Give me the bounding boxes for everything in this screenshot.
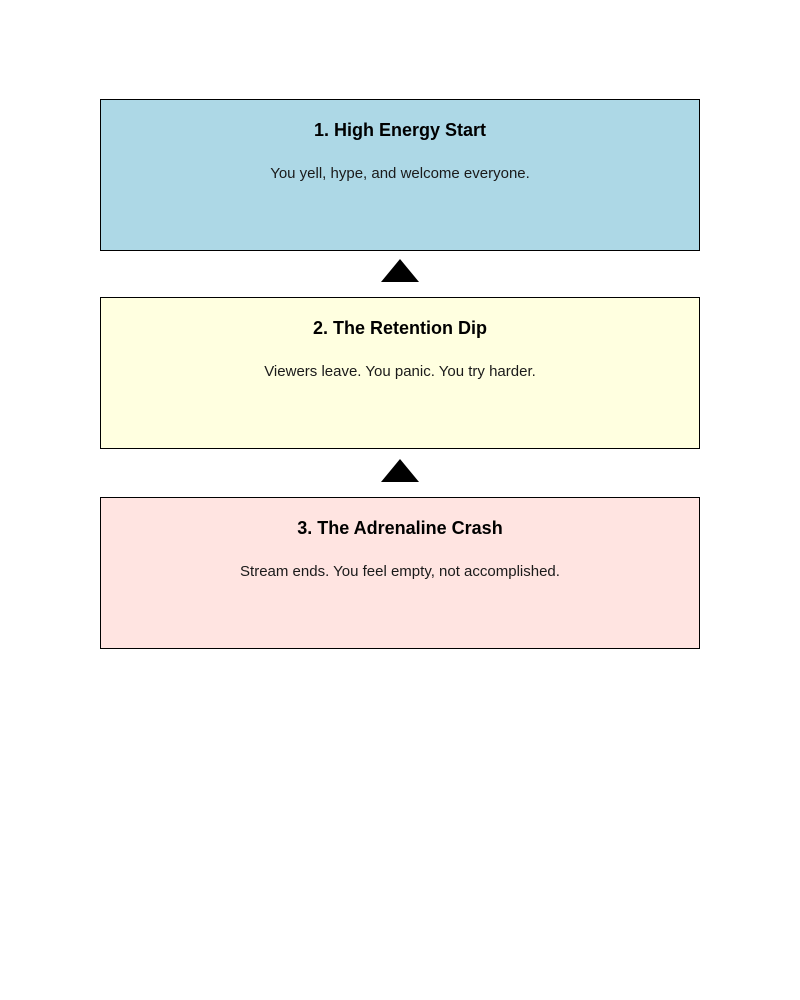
step-box-adrenaline-crash: 3. The Adrenaline Crash Stream ends. You… [100, 497, 700, 649]
step-title: 3. The Adrenaline Crash [297, 518, 503, 538]
step-description: Viewers leave. You panic. You try harder… [264, 363, 536, 380]
step-box-high-energy-start: 1. High Energy Start You yell, hype, and… [100, 99, 700, 251]
step-description: You yell, hype, and welcome everyone. [270, 165, 530, 182]
step-box-retention-dip: 2. The Retention Dip Viewers leave. You … [100, 297, 700, 449]
step-description: Stream ends. You feel empty, not accompl… [240, 563, 560, 580]
up-arrow-icon [381, 459, 419, 482]
step-title: 2. The Retention Dip [312, 318, 487, 338]
step-title: 1. High Energy Start [313, 120, 487, 140]
up-arrow-icon [381, 259, 419, 282]
